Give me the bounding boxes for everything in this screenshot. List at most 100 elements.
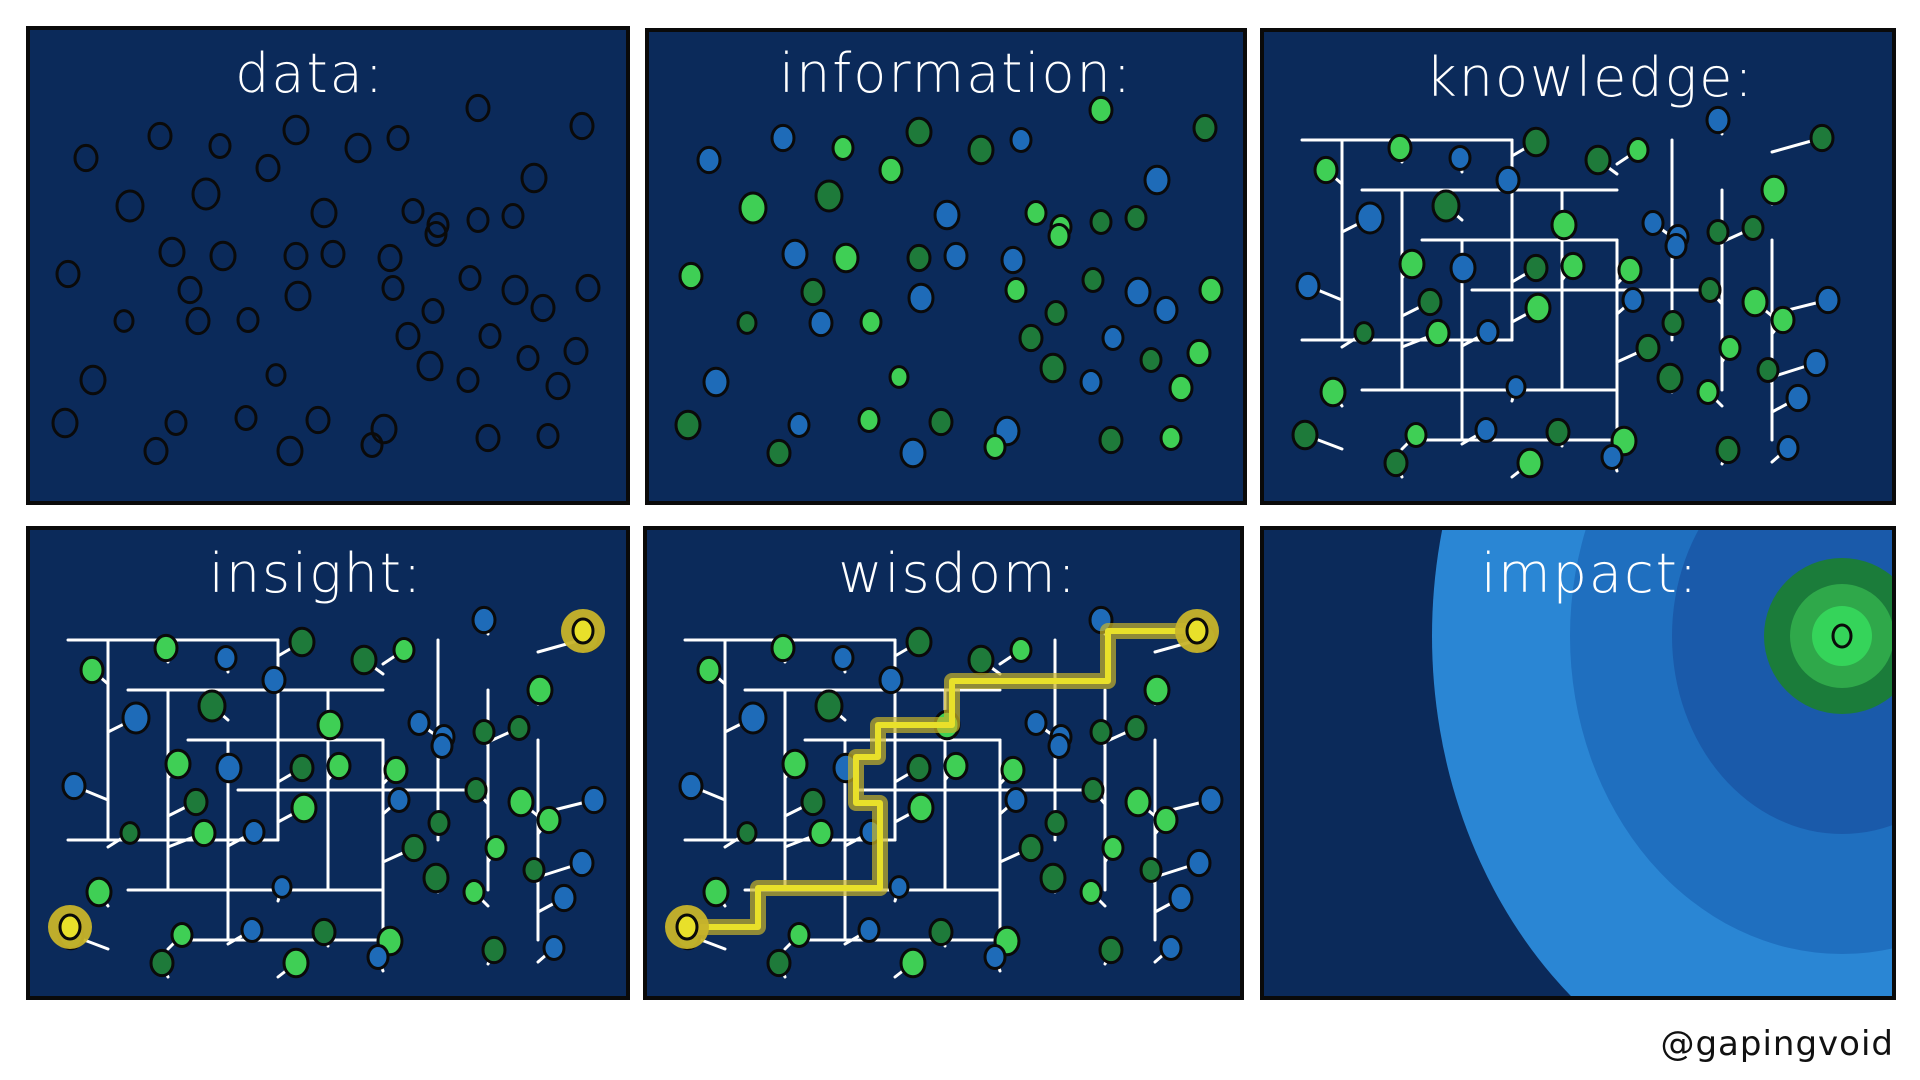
information-dot [1018, 323, 1044, 353]
impact-ripples [1432, 528, 1894, 998]
insight-node [242, 819, 266, 845]
data-dot [569, 111, 595, 141]
data-dot [164, 410, 188, 436]
knowledge-node [1600, 444, 1624, 470]
wisdom-network [665, 605, 1224, 979]
insight-connectors [66, 618, 596, 979]
insight-node [215, 752, 243, 784]
insight-node [79, 655, 105, 685]
wisdom-node [1139, 857, 1163, 883]
panel-knowledge-label: knowledge: [1425, 46, 1754, 109]
insight-node [121, 701, 151, 735]
knowledge-node [1522, 126, 1550, 158]
wisdom-node [800, 787, 826, 817]
data-dot [377, 243, 403, 273]
wisdom-node [1143, 674, 1171, 706]
wisdom-node [878, 665, 904, 695]
information-dot [888, 365, 910, 389]
knowledge-node [1425, 318, 1451, 348]
data-dot [516, 345, 540, 371]
data-dot [115, 189, 145, 223]
wisdom-node [967, 644, 995, 676]
insight-endpoint-top [571, 617, 595, 645]
panel-knowledge: knowledge: [1260, 28, 1896, 505]
data-dot [563, 336, 589, 366]
knowledge-node [1776, 435, 1800, 461]
knowledge-node [1505, 375, 1527, 399]
data-dot [395, 321, 421, 351]
knowledge-node [1353, 321, 1375, 345]
insight-node [407, 710, 431, 736]
insight-node [197, 689, 227, 723]
knowledge-node [1387, 133, 1413, 163]
panel-data-label: data: [235, 42, 385, 105]
wisdom-node [1000, 755, 1026, 785]
panel-wisdom-label: wisdom: [838, 542, 1077, 605]
insight-node [526, 674, 554, 706]
information-dot [1009, 127, 1033, 153]
data-dot [283, 241, 309, 271]
data-dot [381, 275, 405, 301]
knowledge-node [1560, 251, 1586, 281]
information-dot [832, 242, 860, 274]
insight-node [422, 862, 450, 894]
information-dot [928, 407, 954, 437]
panel-data: data: [26, 26, 630, 505]
insight-endpoint-bottom [58, 913, 82, 941]
wisdom-node [831, 645, 855, 671]
data-dot [265, 363, 287, 387]
data-dot [236, 307, 260, 333]
data-dot [421, 298, 445, 324]
knowledge-node [1545, 417, 1571, 447]
data-dot [545, 371, 571, 401]
insight-node [164, 748, 192, 780]
wisdom-node [1047, 733, 1071, 759]
information-dot [857, 407, 881, 433]
data-dot [51, 407, 79, 439]
information-dot [1192, 113, 1218, 143]
information-dot [702, 366, 730, 398]
data-dot [147, 121, 173, 151]
wisdom-node [738, 701, 768, 735]
information-dot [1088, 95, 1114, 125]
wisdom-node [736, 821, 758, 845]
data-dot [113, 309, 135, 333]
insight-node [289, 753, 315, 783]
panel-information: information: [645, 28, 1247, 505]
insight-node [542, 935, 566, 961]
data-dot [424, 221, 448, 247]
insight-node [581, 785, 607, 815]
knowledge-node [1584, 144, 1612, 176]
panel-impact-label: impact: [1481, 542, 1699, 605]
information-dot [1168, 373, 1194, 403]
knowledge-node [1550, 209, 1578, 241]
data-dot [536, 423, 560, 449]
panel-wisdom: wisdom: [643, 526, 1244, 1000]
knowledge-node [1803, 348, 1829, 378]
knowledge-node [1495, 165, 1521, 195]
wisdom-node [1101, 835, 1125, 861]
information-dot [1124, 205, 1148, 231]
knowledge-node [1355, 201, 1385, 235]
data-dot [370, 413, 398, 445]
wisdom-node [906, 753, 932, 783]
insight-node [430, 733, 454, 759]
wisdom-endpoint-bottom [675, 913, 699, 941]
knowledge-node [1449, 252, 1477, 284]
data-dot [305, 405, 331, 435]
insight-node [471, 605, 497, 635]
information-dot [906, 243, 932, 273]
insight-node [311, 917, 337, 947]
knowledge-node [1516, 447, 1544, 479]
knowledge-node [1718, 335, 1742, 361]
insight-node [383, 755, 409, 785]
information-dots [674, 95, 1224, 469]
knowledge-node [1431, 189, 1461, 223]
insight-node [288, 626, 316, 658]
knowledge-node [1474, 417, 1498, 443]
information-dot [808, 308, 834, 338]
insight-node [507, 715, 531, 741]
knowledge-node [1404, 422, 1428, 448]
information-dot [1004, 277, 1028, 303]
wisdom-path [690, 628, 1197, 930]
